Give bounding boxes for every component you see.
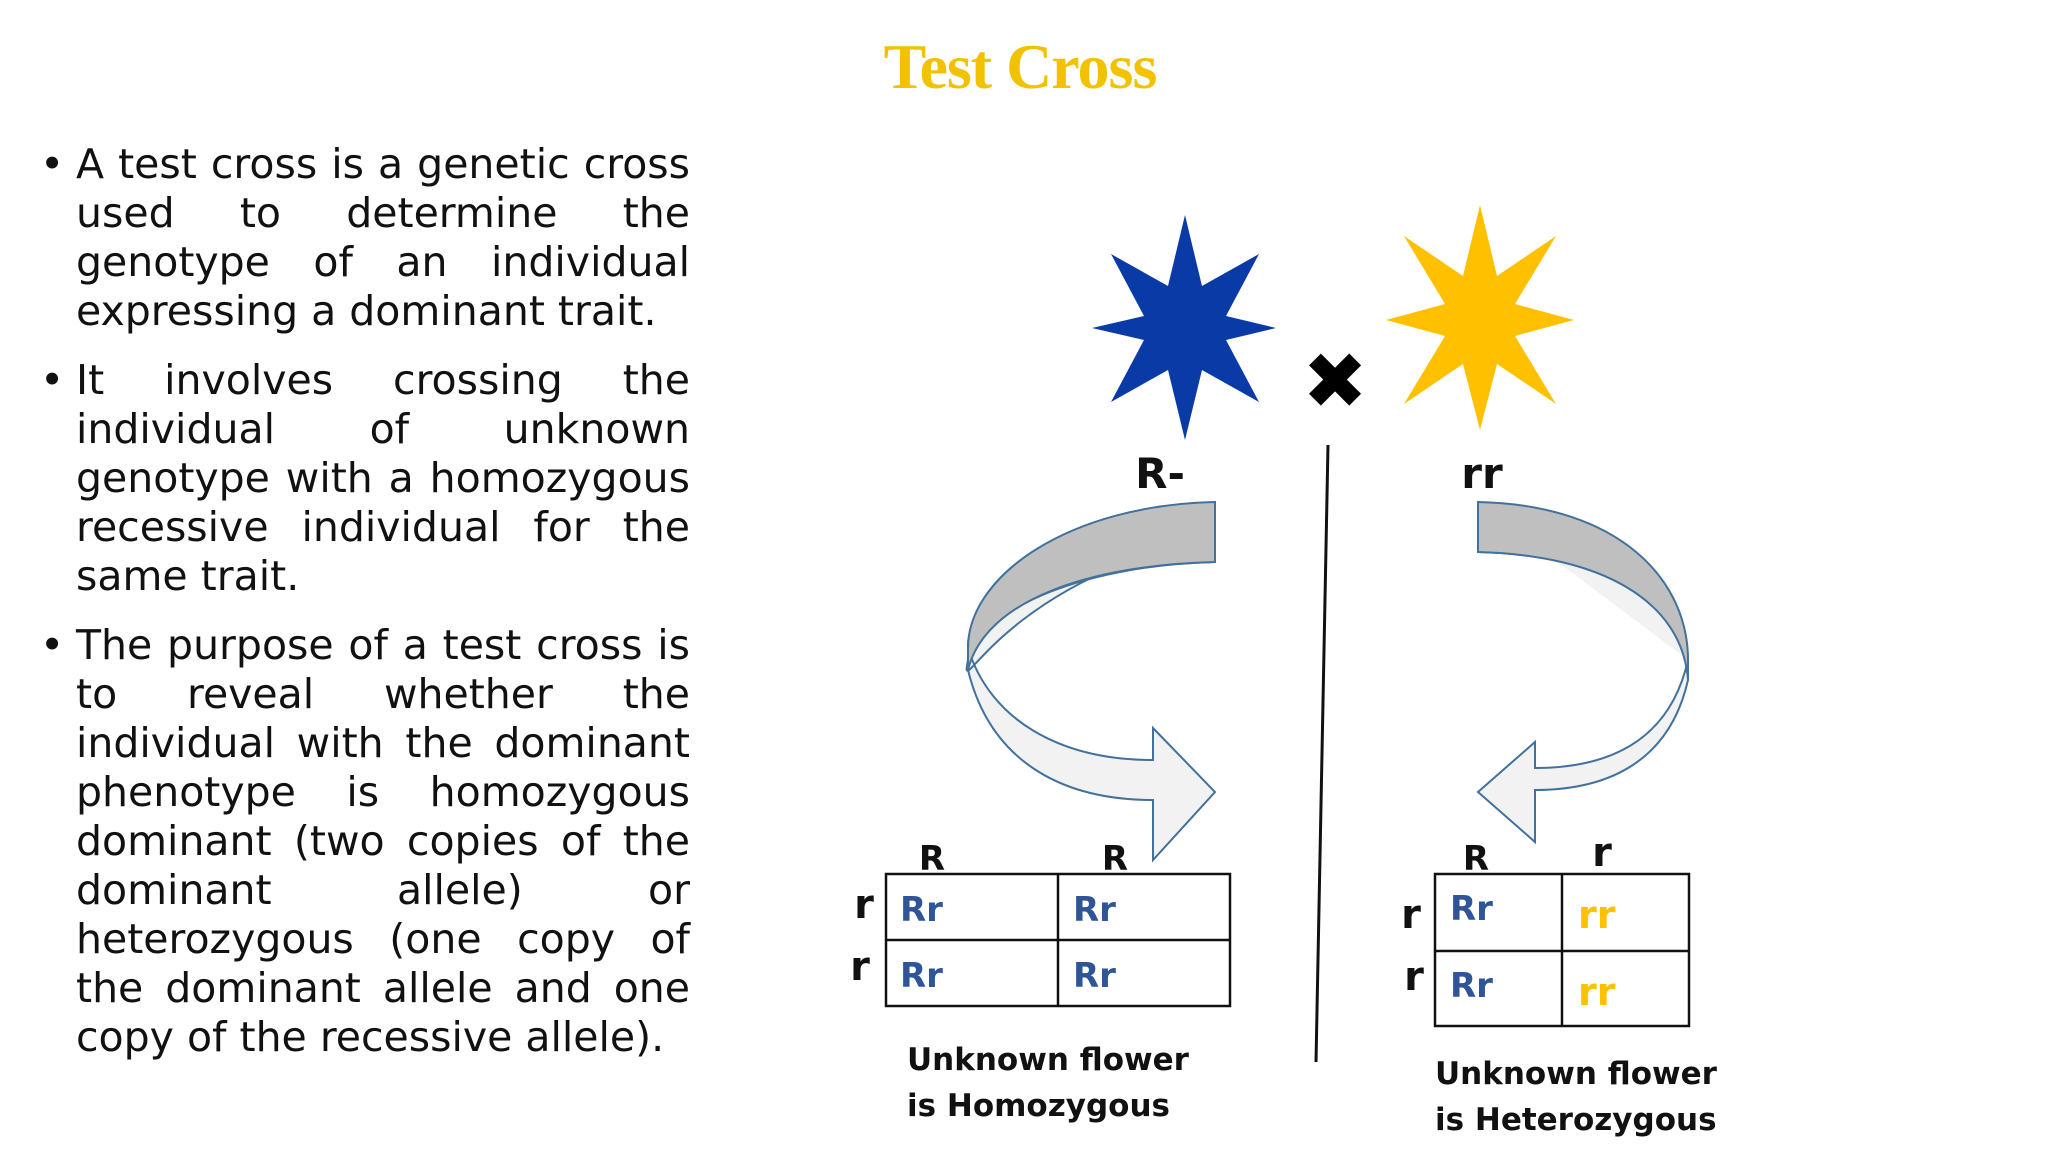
- left-cell-2-1: Rr: [900, 956, 943, 996]
- bullet-dot-icon: •: [40, 356, 65, 404]
- right-top-allele-2: r: [1592, 830, 1612, 876]
- left-side-allele-1: r: [854, 882, 874, 928]
- bullet-text: It involves crossing the individual of u…: [76, 356, 690, 600]
- right-caption-line-2: is Heterozygous: [1435, 1102, 1717, 1138]
- left-cell-2-2: Rr: [1073, 956, 1116, 996]
- left-side-allele-2: r: [850, 944, 870, 990]
- right-punnett-square: R r r r Rr rr Rr rr Unknown flower is He…: [1401, 830, 1718, 1138]
- left-caption-line-1: Unknown flower: [907, 1042, 1190, 1078]
- right-top-allele-1: R: [1463, 839, 1489, 879]
- bullet-dot-icon: •: [40, 140, 65, 188]
- bullet-dot-icon: •: [40, 621, 65, 669]
- recessive-flower-star-icon: [1386, 205, 1574, 430]
- bullet-item: • The purpose of a test cross is to reve…: [40, 621, 690, 1062]
- left-cell-1-1: Rr: [900, 890, 943, 930]
- right-side-allele-2: r: [1404, 954, 1424, 1000]
- bullet-text: A test cross is a genetic cross used to …: [76, 140, 690, 335]
- bullet-list: • A test cross is a genetic cross used t…: [40, 140, 690, 1082]
- right-curved-arrow-icon: [1476, 500, 1689, 845]
- center-divider: [1314, 444, 1330, 1063]
- left-cell-1-2: Rr: [1073, 890, 1116, 930]
- left-top-allele-1: R: [919, 839, 945, 879]
- left-parent-genotype: R-: [1135, 449, 1185, 498]
- right-caption-line-1: Unknown flower: [1435, 1056, 1718, 1092]
- bullet-item: • A test cross is a genetic cross used t…: [40, 140, 690, 336]
- right-side-allele-1: r: [1401, 892, 1421, 938]
- bullet-text: The purpose of a test cross is to reveal…: [76, 621, 690, 1061]
- right-cell-1-2: rr: [1578, 893, 1616, 937]
- left-caption-line-2: is Homozygous: [907, 1088, 1170, 1124]
- cross-symbol-icon: ✖: [1302, 337, 1367, 427]
- dominant-flower-star-icon: [1092, 215, 1276, 440]
- slide-title: Test Cross: [883, 31, 1158, 102]
- left-curved-arrow-icon: [965, 500, 1217, 863]
- right-cell-2-1: Rr: [1450, 966, 1493, 1006]
- right-cell-2-2: rr: [1578, 970, 1616, 1014]
- left-top-allele-2: R: [1102, 839, 1128, 879]
- bullet-item: • It involves crossing the individual of…: [40, 356, 690, 601]
- right-cell-1-1: Rr: [1450, 889, 1493, 929]
- right-parent-genotype: rr: [1461, 449, 1503, 498]
- left-punnett-square: R R r r Rr Rr Rr Rr Unknown flower is Ho…: [850, 839, 1232, 1124]
